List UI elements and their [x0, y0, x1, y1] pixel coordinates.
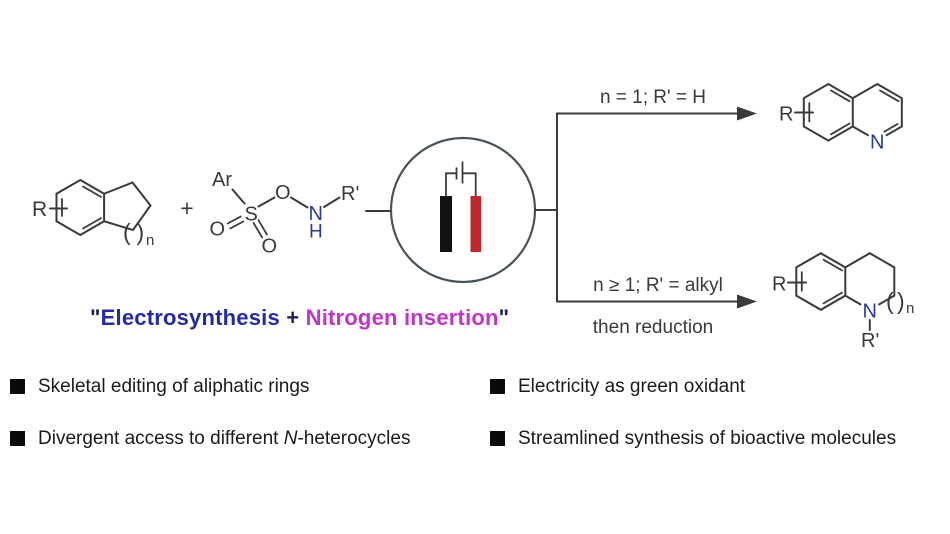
bullet-text: Divergent access to different N-heterocy… — [38, 428, 411, 449]
s-atom: S — [245, 204, 258, 226]
n-label-mask — [859, 299, 880, 320]
substrate-paren-left: ( — [123, 219, 131, 245]
bottom-note-label: then reduction — [593, 317, 713, 338]
reagent-r-prime-label: R' — [341, 183, 359, 205]
thq-r-prime-label: R' — [861, 330, 879, 352]
caption-nitrogen-insertion: Nitrogen insertion — [305, 305, 499, 330]
bottom-arrow: n ≥ 1; R' = alkyl then reduction — [556, 275, 757, 338]
tetrahydroquinoline-product: R N R' ( ) n — [772, 252, 914, 352]
bottom-arrowhead — [737, 294, 757, 309]
o-atom-bottom: O — [262, 236, 278, 258]
aminating-reagent: Ar S O O O N H R' — [210, 169, 360, 258]
bullet-text: Electricity as green oxidant — [518, 376, 746, 397]
bullet-text: Skeletal editing of aliphatic rings — [38, 376, 310, 397]
o-atom-ester: O — [275, 182, 291, 204]
top-arrow: n = 1; R' = H — [556, 87, 757, 121]
thq-paren-left: ( — [886, 288, 894, 314]
substrate-structure: R ( ) n — [32, 178, 154, 249]
thq-paren-right: ) — [897, 288, 905, 314]
ar-label: Ar — [212, 169, 232, 191]
plus-sign: + — [180, 195, 193, 221]
reaction-scheme: R ( ) n + Ar S O O O N H R' — [32, 82, 914, 352]
scheme-caption: "Electrosynthesis + Nitrogen insertion" — [90, 305, 510, 331]
bullet-square-icon — [490, 431, 505, 446]
bullet-square-icon — [490, 379, 505, 394]
thq-r-label: R — [772, 274, 786, 296]
caption-close-quote: " — [498, 305, 510, 330]
top-arrowhead — [737, 106, 757, 121]
bullet-electricity-oxidant: Electricity as green oxidant — [490, 376, 745, 398]
branch-connector — [534, 112, 558, 303]
n-atom: N — [309, 203, 323, 225]
bullet-text: Streamlined synthesis of bioactive molec… — [518, 428, 897, 449]
caption-plus: + — [279, 305, 306, 330]
bullet-divergent-access: Divergent access to different N-heterocy… — [10, 428, 410, 450]
bullet-square-icon — [10, 431, 25, 446]
quinoline-r-label: R — [779, 104, 793, 126]
bottom-condition-label: n ≥ 1; R' = alkyl — [593, 275, 723, 296]
n-label-mask — [867, 130, 888, 151]
h-atom: H — [309, 222, 323, 243]
thq-n-subscript: n — [906, 300, 914, 317]
bullet-square-icon — [10, 379, 25, 394]
quinoline-n-atom: N — [870, 132, 884, 154]
red-electrode — [470, 196, 481, 252]
electrochemical-cell-icon — [389, 136, 537, 284]
substrate-r-label: R — [32, 198, 47, 221]
thq-n-atom: N — [863, 301, 877, 323]
top-condition-label: n = 1; R' = H — [600, 87, 706, 108]
bullet-streamlined-synthesis: Streamlined synthesis of bioactive molec… — [490, 428, 896, 450]
substrate-paren-right: ) — [137, 219, 145, 245]
cell-circle — [389, 136, 537, 284]
black-electrode — [440, 196, 452, 252]
quinoline-product: R N — [779, 82, 903, 154]
substrate-n-subscript: n — [146, 232, 154, 249]
battery-icon — [445, 161, 477, 196]
o-atom-left: O — [210, 219, 226, 241]
caption-electrosynthesis: Electrosynthesis — [100, 305, 280, 330]
caption-open-quote: " — [90, 305, 101, 330]
bullet-skeletal-editing: Skeletal editing of aliphatic rings — [10, 376, 309, 398]
